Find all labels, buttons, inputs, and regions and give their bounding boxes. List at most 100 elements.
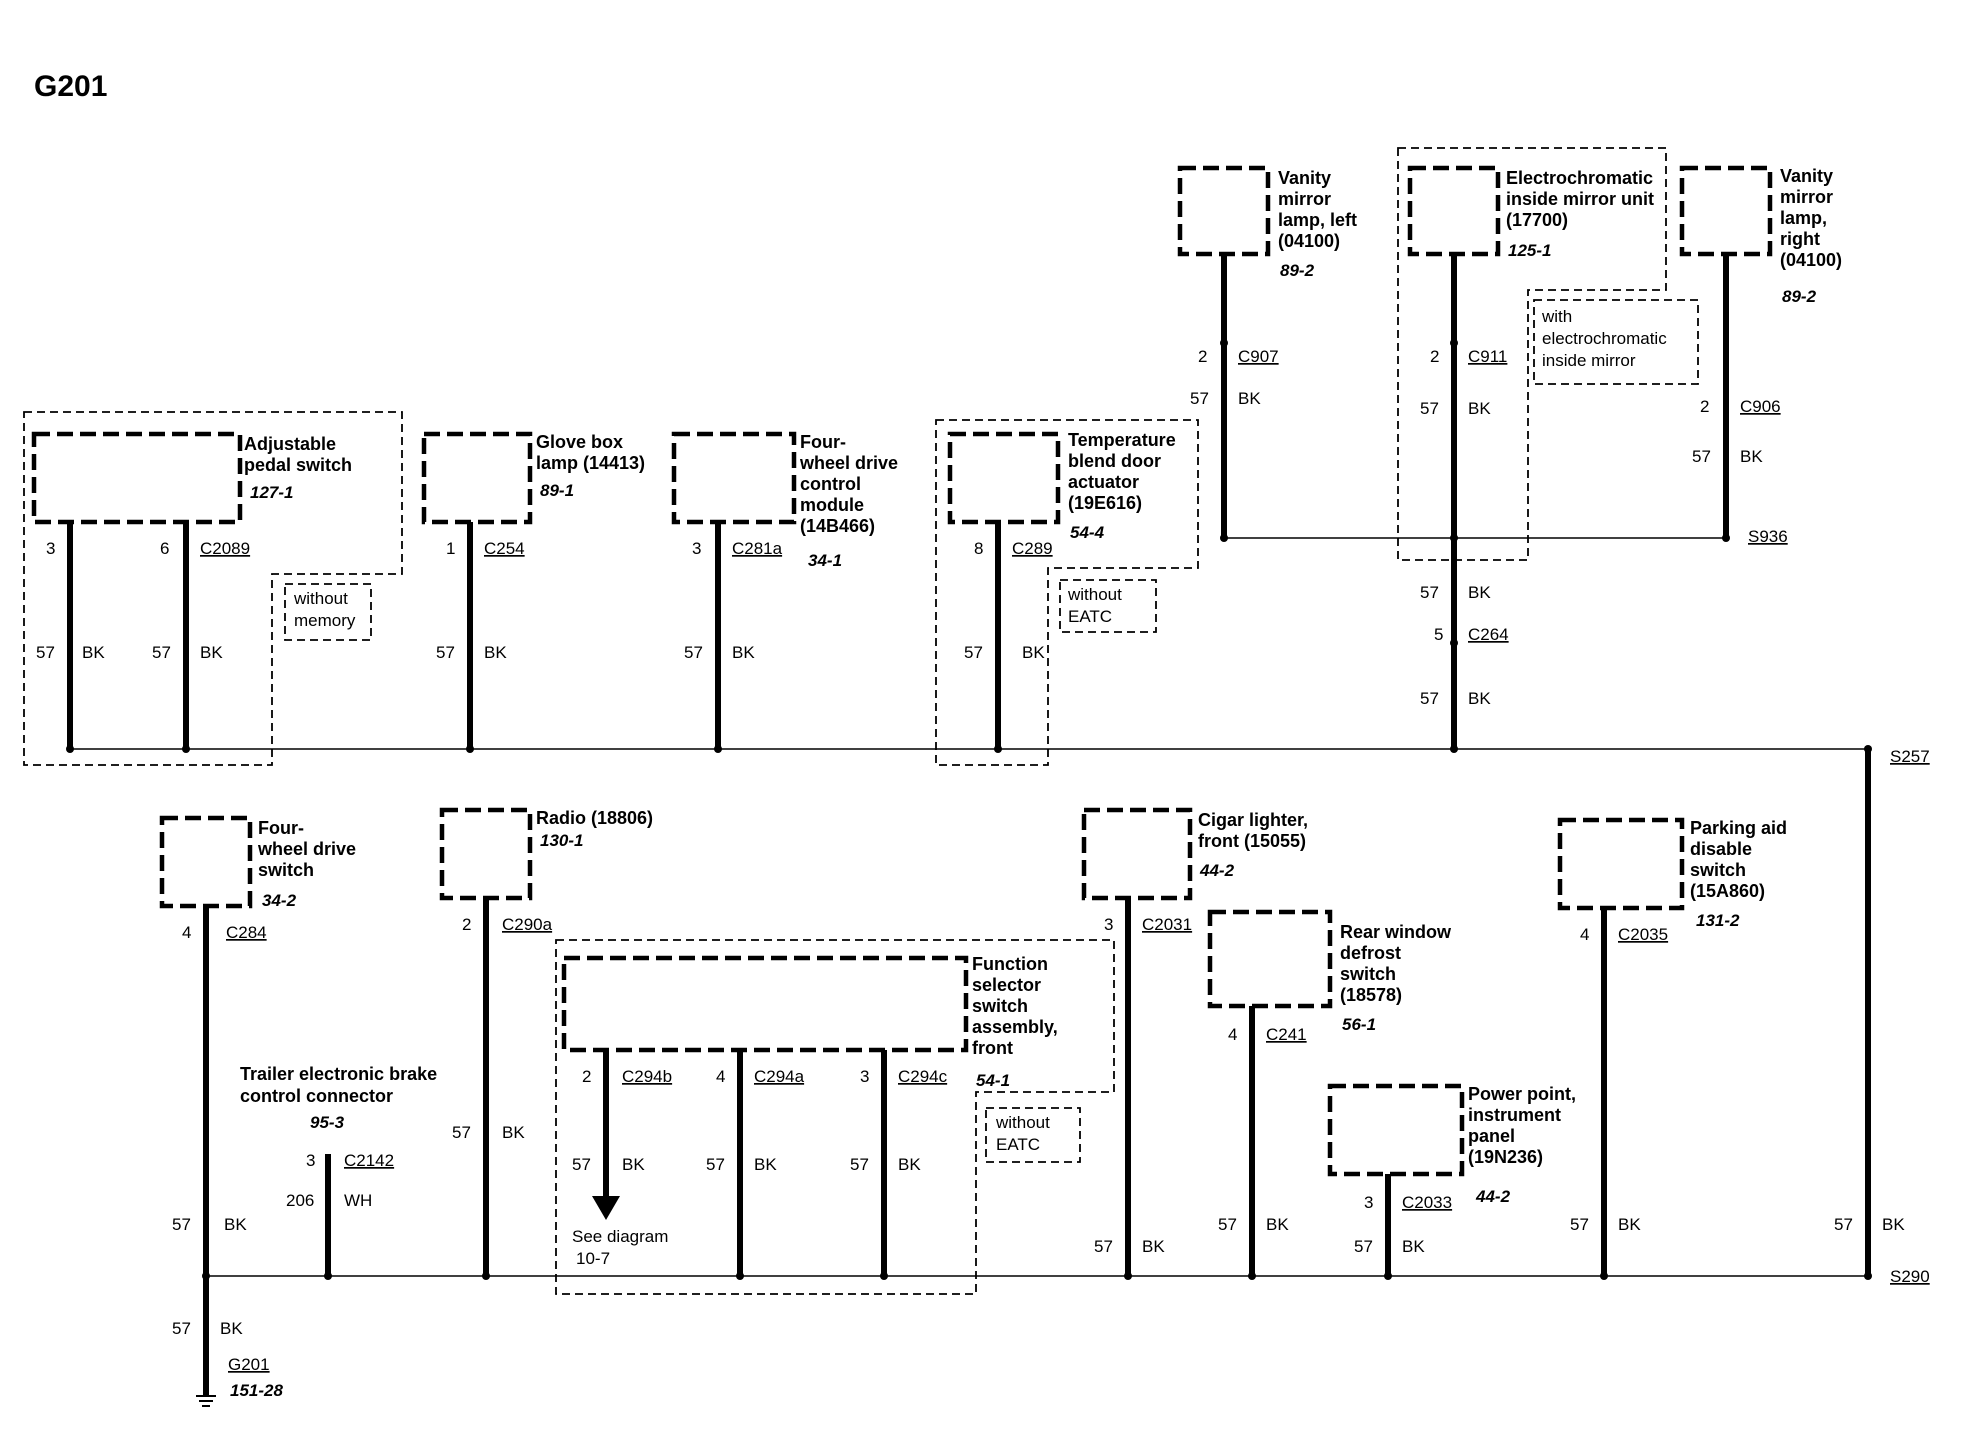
vanity-left-ref: 89-2 — [1280, 261, 1315, 280]
ec-mirror-label: Electrochromatic inside mirror unit (177… — [1506, 168, 1659, 230]
svg-text:BK: BK — [200, 643, 223, 662]
svg-text:57: 57 — [572, 1155, 591, 1174]
fwd-switch-label: Four- wheel drive switch — [257, 818, 361, 880]
temp-blend-ref: 54-4 — [1070, 523, 1105, 542]
svg-text:C907: C907 — [1238, 347, 1279, 366]
rear-defrost-ref: 56-1 — [1342, 1015, 1376, 1034]
function-selector-box — [561, 955, 969, 1053]
radio-box — [439, 807, 533, 901]
junction-dots — [66, 339, 1872, 1280]
adjustable-pedal-label: Adjustable pedal switch — [244, 434, 352, 475]
note-without-eatc-bottom: without EATC — [995, 1113, 1055, 1154]
circuit-numbers: 57 57 57 57 57 57 57 57 57 57 57 57 57 5… — [36, 389, 1853, 1338]
svg-text:C2089: C2089 — [200, 539, 250, 558]
vanity-right-ref: 89-2 — [1782, 287, 1817, 306]
power-point-label: Power point, instrument panel (19N236) — [1468, 1084, 1581, 1167]
svg-text:C2142: C2142 — [344, 1151, 394, 1170]
svg-text:3: 3 — [860, 1067, 869, 1086]
radio-label: Radio (18806) — [536, 808, 653, 828]
note-box-without-memory — [284, 583, 372, 641]
note-with-ec-mirror: with electrochromatic inside mirror — [1541, 307, 1671, 370]
svg-text:1: 1 — [446, 539, 455, 558]
glove-box-lamp-box — [421, 431, 533, 525]
trailer-brake-label: Trailer electronic brake control connect… — [240, 1064, 442, 1106]
fwd-switch-ref: 34-2 — [262, 891, 297, 910]
svg-text:S936: S936 — [1748, 527, 1788, 546]
ground-icon — [196, 1395, 216, 1407]
svg-text:57: 57 — [1094, 1237, 1113, 1256]
svg-text:BK: BK — [220, 1319, 243, 1338]
svg-text:57: 57 — [1420, 399, 1439, 418]
ground-ref: 151-28 — [230, 1381, 283, 1400]
svg-text:BK: BK — [484, 643, 507, 662]
note-box-without-eatc-top — [1059, 579, 1157, 633]
svg-text:BK: BK — [1618, 1215, 1641, 1234]
adjustable-pedal-switch-box — [31, 431, 243, 525]
svg-text:C2031: C2031 — [1142, 915, 1192, 934]
svg-text:57: 57 — [1190, 389, 1209, 408]
cigar-lighter-box — [1081, 807, 1193, 901]
ec-mirror-unit-box — [1407, 165, 1501, 257]
svg-text:BK: BK — [1022, 643, 1045, 662]
diagram-title: G201 — [34, 70, 107, 103]
glove-box-ref: 89-1 — [540, 481, 574, 500]
svg-text:C294a: C294a — [754, 1067, 805, 1086]
option-region-with-ec-mirror — [1397, 147, 1667, 561]
parking-aid-label: Parking aid disable switch (15A860) — [1690, 818, 1792, 901]
svg-text:2: 2 — [1198, 347, 1207, 366]
svg-text:57: 57 — [172, 1215, 191, 1234]
svg-text:C294b: C294b — [622, 1067, 672, 1086]
svg-text:5: 5 — [1434, 625, 1443, 644]
note-see-diagram: See diagram 10-7 — [572, 1227, 673, 1268]
svg-text:C281a: C281a — [732, 539, 783, 558]
svg-text:57: 57 — [684, 643, 703, 662]
svg-text:3: 3 — [46, 539, 55, 558]
svg-text:BK: BK — [1882, 1215, 1905, 1234]
option-region-without-memory — [23, 411, 403, 766]
svg-text:BK: BK — [502, 1123, 525, 1142]
note-box-without-eatc-bottom — [985, 1107, 1081, 1163]
svg-text:206: 206 — [286, 1191, 314, 1210]
svg-text:57: 57 — [172, 1319, 191, 1338]
svg-text:57: 57 — [1692, 447, 1711, 466]
svg-text:S257: S257 — [1890, 747, 1930, 766]
svg-text:57: 57 — [706, 1155, 725, 1174]
svg-text:BK: BK — [1740, 447, 1763, 466]
svg-text:2: 2 — [462, 915, 471, 934]
svg-text:C264: C264 — [1468, 625, 1509, 644]
svg-text:4: 4 — [1580, 925, 1589, 944]
note-without-memory: without memory — [293, 589, 356, 630]
temp-blend-door-actuator-box — [947, 431, 1061, 525]
svg-text:57: 57 — [1218, 1215, 1237, 1234]
option-region-without-eatc-top — [935, 419, 1199, 766]
svg-text:C2035: C2035 — [1618, 925, 1668, 944]
temp-blend-label: Temperature blend door actuator (19E616) — [1068, 430, 1181, 513]
vanity-left-label: Vanity mirror lamp, left (04100) — [1278, 168, 1362, 251]
fwd-switch-box — [159, 815, 253, 909]
function-selector-ref: 54-1 — [976, 1071, 1010, 1090]
function-selector-label: Function selector switch assembly, front — [972, 954, 1063, 1058]
splice-ids: S936 S257 S290 — [1748, 527, 1930, 1286]
svg-text:57: 57 — [36, 643, 55, 662]
svg-text:BK: BK — [1468, 583, 1491, 602]
svg-text:BK: BK — [1468, 689, 1491, 708]
svg-text:3: 3 — [1364, 1193, 1373, 1212]
continuation-arrow-icon — [592, 1196, 620, 1220]
svg-text:3: 3 — [306, 1151, 315, 1170]
svg-text:BK: BK — [82, 643, 105, 662]
pin-numbers: 3 6 1 3 8 2 2 2 5 4 2 2 4 3 3 4 3 4 3 — [46, 347, 1709, 1212]
svg-text:BK: BK — [1238, 389, 1261, 408]
svg-text:C290a: C290a — [502, 915, 553, 934]
fwd-module-ref: 34-1 — [808, 551, 842, 570]
svg-text:57: 57 — [1354, 1237, 1373, 1256]
svg-text:C2033: C2033 — [1402, 1193, 1452, 1212]
vanity-mirror-left-box — [1177, 165, 1271, 257]
svg-text:4: 4 — [716, 1067, 725, 1086]
note-without-eatc-top: without EATC — [1067, 585, 1127, 626]
svg-text:3: 3 — [692, 539, 701, 558]
svg-text:BK: BK — [224, 1215, 247, 1234]
svg-text:57: 57 — [452, 1123, 471, 1142]
svg-text:C906: C906 — [1740, 397, 1781, 416]
svg-text:57: 57 — [964, 643, 983, 662]
